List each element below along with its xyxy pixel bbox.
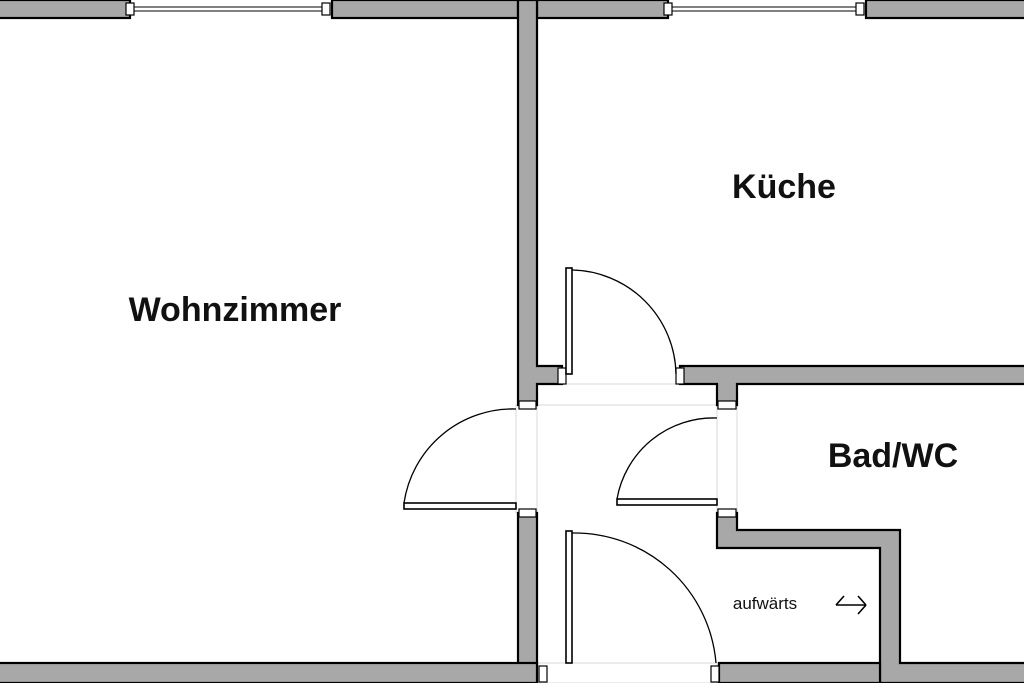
room-label-kitchen: Küche (732, 168, 836, 206)
kitchen-door (565, 267, 677, 375)
room-label-living: Wohnzimmer (129, 291, 342, 329)
door-jambs (518, 367, 737, 683)
living-room-door (403, 408, 517, 510)
stair-note: aufwärts (733, 594, 797, 613)
window-left (125, 2, 331, 16)
room-label-bathroom: Bad/WC (828, 437, 958, 475)
top-wall (0, 0, 1024, 20)
stair-arrow-icon (835, 595, 867, 615)
doorway-outlines (515, 383, 738, 683)
bathroom-door (616, 417, 718, 506)
entrance-door (565, 530, 717, 664)
window-right (663, 2, 865, 16)
